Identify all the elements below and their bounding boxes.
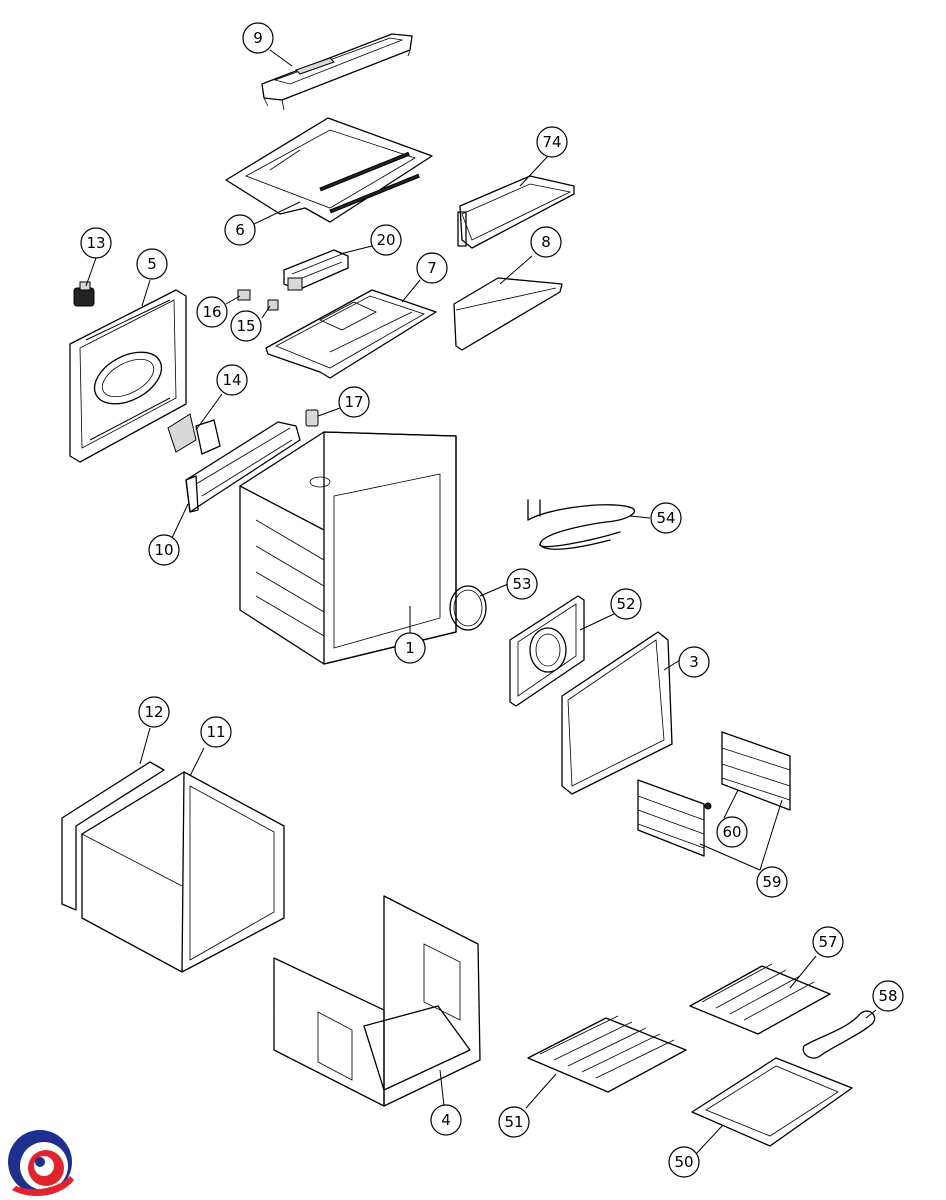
callout-53: 53 <box>506 568 538 600</box>
part-53-circular-element <box>449 585 487 631</box>
svg-text:20: 20 <box>376 231 395 249</box>
part-51-wire-shelf <box>527 1015 687 1093</box>
svg-text:53: 53 <box>512 575 531 593</box>
callout-6: 6 <box>224 214 256 246</box>
svg-text:4: 4 <box>441 1111 451 1129</box>
callout-58: 58 <box>872 980 904 1012</box>
callout-12: 12 <box>138 696 170 728</box>
svg-text:57: 57 <box>818 933 837 951</box>
callout-7: 7 <box>416 252 448 284</box>
callout-10: 10 <box>148 534 180 566</box>
callout-8: 8 <box>530 226 562 258</box>
part-52-fan-cover <box>509 595 585 707</box>
brand-logo <box>8 1130 74 1196</box>
part-12-insulation <box>61 761 165 911</box>
svg-text:58: 58 <box>878 987 897 1005</box>
svg-text:7: 7 <box>427 259 437 277</box>
callout-1: 1 <box>394 632 426 664</box>
svg-text:8: 8 <box>541 233 551 251</box>
callout-52: 52 <box>610 588 642 620</box>
svg-text:14: 14 <box>222 371 241 389</box>
part-4-outer-casing <box>273 895 481 1107</box>
svg-text:10: 10 <box>154 541 173 559</box>
callout-16: 16 <box>196 296 228 328</box>
svg-text:12: 12 <box>144 703 163 721</box>
callout-50: 50 <box>668 1146 700 1178</box>
callout-11: 11 <box>200 716 232 748</box>
part-20-motor <box>283 249 349 291</box>
svg-text:9: 9 <box>253 29 263 47</box>
callout-20: 20 <box>370 224 402 256</box>
callout-74: 74 <box>536 126 568 158</box>
part-16-clip <box>237 289 251 301</box>
part-17-sensor <box>305 409 319 427</box>
callout-51: 51 <box>498 1106 530 1138</box>
svg-text:1: 1 <box>405 639 415 657</box>
svg-text:11: 11 <box>206 723 225 741</box>
callout-5: 5 <box>136 248 168 280</box>
callout-13: 13 <box>80 227 112 259</box>
svg-text:74: 74 <box>542 133 561 151</box>
part-11-insulation-wrap <box>81 771 285 973</box>
callout-17: 17 <box>338 386 370 418</box>
svg-text:6: 6 <box>235 221 245 239</box>
leader-lines <box>85 49 877 1155</box>
part-1-oven-cavity <box>239 431 457 665</box>
callout-9: 9 <box>242 22 274 54</box>
svg-text:16: 16 <box>202 303 221 321</box>
part-6-top-panel <box>225 117 433 223</box>
svg-text:3: 3 <box>689 653 699 671</box>
part-60-clip <box>704 802 712 810</box>
svg-text:52: 52 <box>616 595 635 613</box>
svg-text:17: 17 <box>344 393 363 411</box>
svg-text:50: 50 <box>674 1153 693 1171</box>
svg-text:13: 13 <box>86 234 105 252</box>
svg-text:15: 15 <box>236 317 255 335</box>
part-10-rail <box>185 421 301 513</box>
part-54-grill-element <box>527 499 636 550</box>
part-7-base-plate <box>265 289 437 379</box>
callout-54: 54 <box>650 502 682 534</box>
part-59-side-racks <box>637 731 791 857</box>
part-57-grill-rack <box>689 963 831 1035</box>
callout-59: 59 <box>756 866 788 898</box>
part-13-switch <box>73 281 95 307</box>
part-14-fan <box>167 413 221 455</box>
svg-text:59: 59 <box>762 873 781 891</box>
part-58-tray-handle <box>802 1010 876 1059</box>
svg-text:5: 5 <box>147 255 157 273</box>
part-9-top-trim <box>261 33 413 111</box>
callout-4: 4 <box>430 1104 462 1136</box>
part-5-rear-panel <box>69 289 187 463</box>
svg-text:51: 51 <box>504 1113 523 1131</box>
svg-text:60: 60 <box>722 823 741 841</box>
part-50-baking-tray <box>691 1057 853 1147</box>
part-3-glass-panel <box>561 631 673 795</box>
svg-text:54: 54 <box>656 509 675 527</box>
callout-57: 57 <box>812 926 844 958</box>
callout-60: 60 <box>716 816 748 848</box>
callout-15: 15 <box>230 310 262 342</box>
part-15-clip <box>267 299 279 311</box>
part-8-shelf <box>453 277 563 351</box>
callout-3: 3 <box>678 646 710 678</box>
callout-14: 14 <box>216 364 248 396</box>
